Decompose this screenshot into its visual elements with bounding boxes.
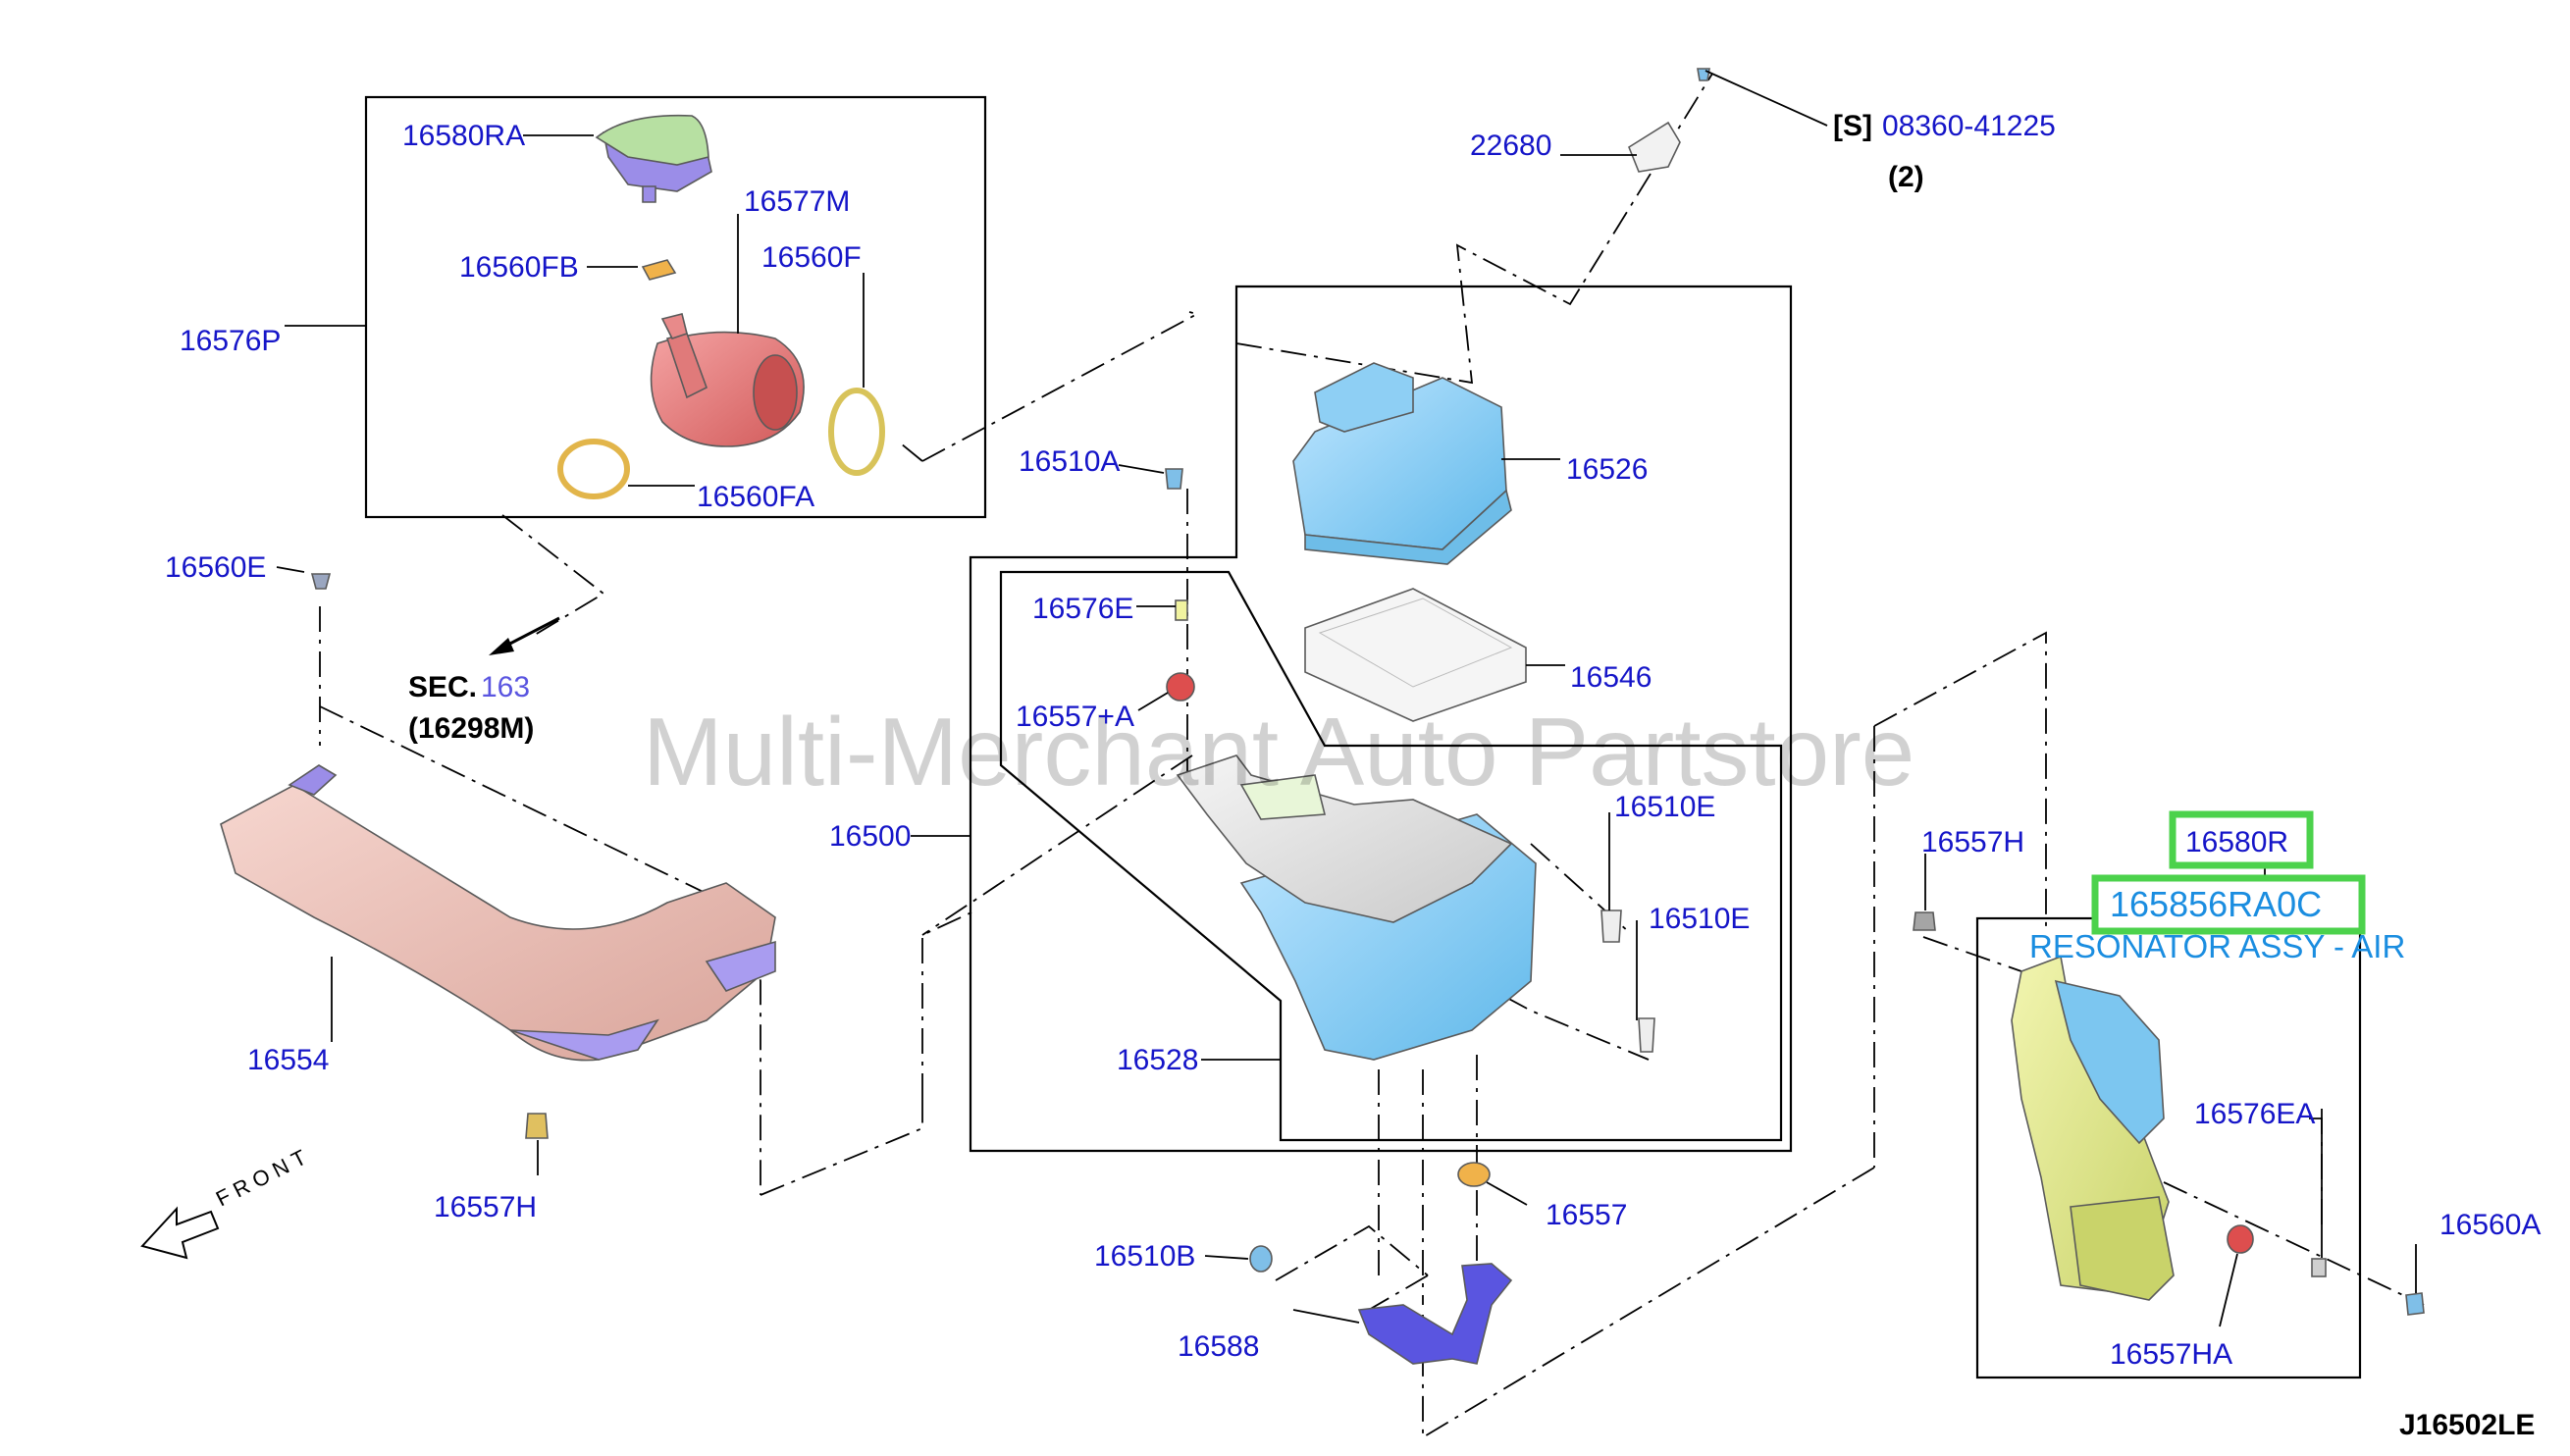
highlight-part-box (2169, 810, 2314, 869)
front-arrow: FRONT (140, 1142, 316, 1260)
clip-16576e-part (1175, 599, 1188, 621)
section-ref-number[interactable]: 163 (481, 671, 530, 703)
bolt-16510b-part (1249, 1245, 1273, 1273)
bracket-16588-part (1357, 1263, 1513, 1365)
grommet-16557a-part (1166, 672, 1195, 702)
air-resonator-part (2011, 955, 2175, 1301)
front-label: FRONT (212, 1142, 316, 1211)
air-cleaner-case-part (1176, 754, 1537, 1061)
screw-qty: (2) (1888, 161, 1924, 193)
grommet-16557h-left-part (525, 1113, 549, 1139)
inlet-duct-group-box (364, 95, 987, 519)
air-cleaner-cover-part (1292, 362, 1512, 565)
label-16560a[interactable]: 16560A (2439, 1209, 2541, 1241)
label-16576ea[interactable]: 16576EA (2194, 1098, 2315, 1130)
label-16576e[interactable]: 16576E (1032, 593, 1133, 625)
highlight-part-number[interactable]: 16580R (2185, 826, 2288, 858)
label-16557[interactable]: 16557 (1546, 1199, 1627, 1231)
screw-ref-bracket: [S] (1833, 110, 1872, 142)
label-16576p[interactable]: 16576P (180, 325, 281, 357)
label-16557h-left[interactable]: 16557H (434, 1191, 537, 1223)
highlight-code-box (2091, 874, 2366, 935)
label-16560fa[interactable]: 16560FA (697, 481, 814, 513)
clamp-16560fa-part (557, 439, 630, 499)
label-16528[interactable]: 16528 (1117, 1044, 1198, 1076)
label-22680[interactable]: 22680 (1470, 130, 1551, 162)
label-16577m[interactable]: 16577M (744, 185, 850, 218)
label-16526[interactable]: 16526 (1566, 453, 1648, 486)
label-16560e[interactable]: 16560E (165, 551, 266, 584)
label-16510e-bottom[interactable]: 16510E (1649, 903, 1750, 935)
label-16580ra[interactable]: 16580RA (402, 120, 525, 152)
clip-16560fb-part (641, 259, 677, 281)
label-16546[interactable]: 16546 (1570, 661, 1652, 694)
air-cleaner-group-box (969, 285, 1793, 1153)
screw-08360-part (1697, 68, 1710, 81)
grommet-16557h-right-part (1913, 911, 1936, 931)
clip-16560a-part (2405, 1292, 2425, 1316)
label-16510e-top[interactable]: 16510E (1614, 791, 1715, 823)
section-arrow (489, 616, 560, 655)
air-filter-element-part (1304, 588, 1527, 722)
label-16500[interactable]: 16500 (829, 820, 911, 853)
grommet-16557-part (1457, 1162, 1491, 1187)
bolt-16510a-part (1165, 468, 1183, 490)
resonator-cap-part (595, 114, 712, 203)
label-16510b[interactable]: 16510B (1094, 1240, 1195, 1273)
highlight-name[interactable]: RESONATOR ASSY - AIR (2029, 928, 2405, 964)
air-cleaner-body-box (999, 570, 1783, 1142)
leader-lines (276, 70, 2417, 1327)
watermark: Multi-Merchant Auto Partstore (643, 698, 1914, 806)
label-16557a[interactable]: 16557+A (1016, 701, 1134, 733)
clamp-16560f-part (828, 388, 885, 476)
air-inlet-hose-part (650, 313, 805, 447)
label-08360-41225[interactable]: 08360-41225 (1882, 110, 2056, 142)
label-16557ha[interactable]: 16557HA (2110, 1338, 2232, 1371)
grommet-16557ha-part (2227, 1224, 2254, 1254)
clip-16510e-bottom-part (1638, 1017, 1655, 1053)
label-16554[interactable]: 16554 (247, 1044, 329, 1076)
section-ref-part: (16298M) (408, 712, 534, 745)
section-ref-prefix: SEC. (408, 671, 477, 703)
label-16557h-right[interactable]: 16557H (1921, 826, 2024, 858)
diagram-code: J16502LE (2399, 1409, 2535, 1441)
label-16510a[interactable]: 16510A (1019, 445, 1120, 478)
intake-duct-part (220, 764, 776, 1062)
label-16560f[interactable]: 16560F (761, 241, 862, 274)
clip-16560e-part (310, 573, 332, 590)
label-16588[interactable]: 16588 (1178, 1330, 1259, 1363)
highlight-code[interactable]: 165856RA0C (2110, 884, 2322, 924)
label-16560fb[interactable]: 16560FB (459, 251, 579, 284)
sensor-22680-part (1628, 121, 1681, 173)
clip-16576ea-part (2311, 1258, 2327, 1277)
clip-16510e-top-part (1600, 910, 1622, 943)
